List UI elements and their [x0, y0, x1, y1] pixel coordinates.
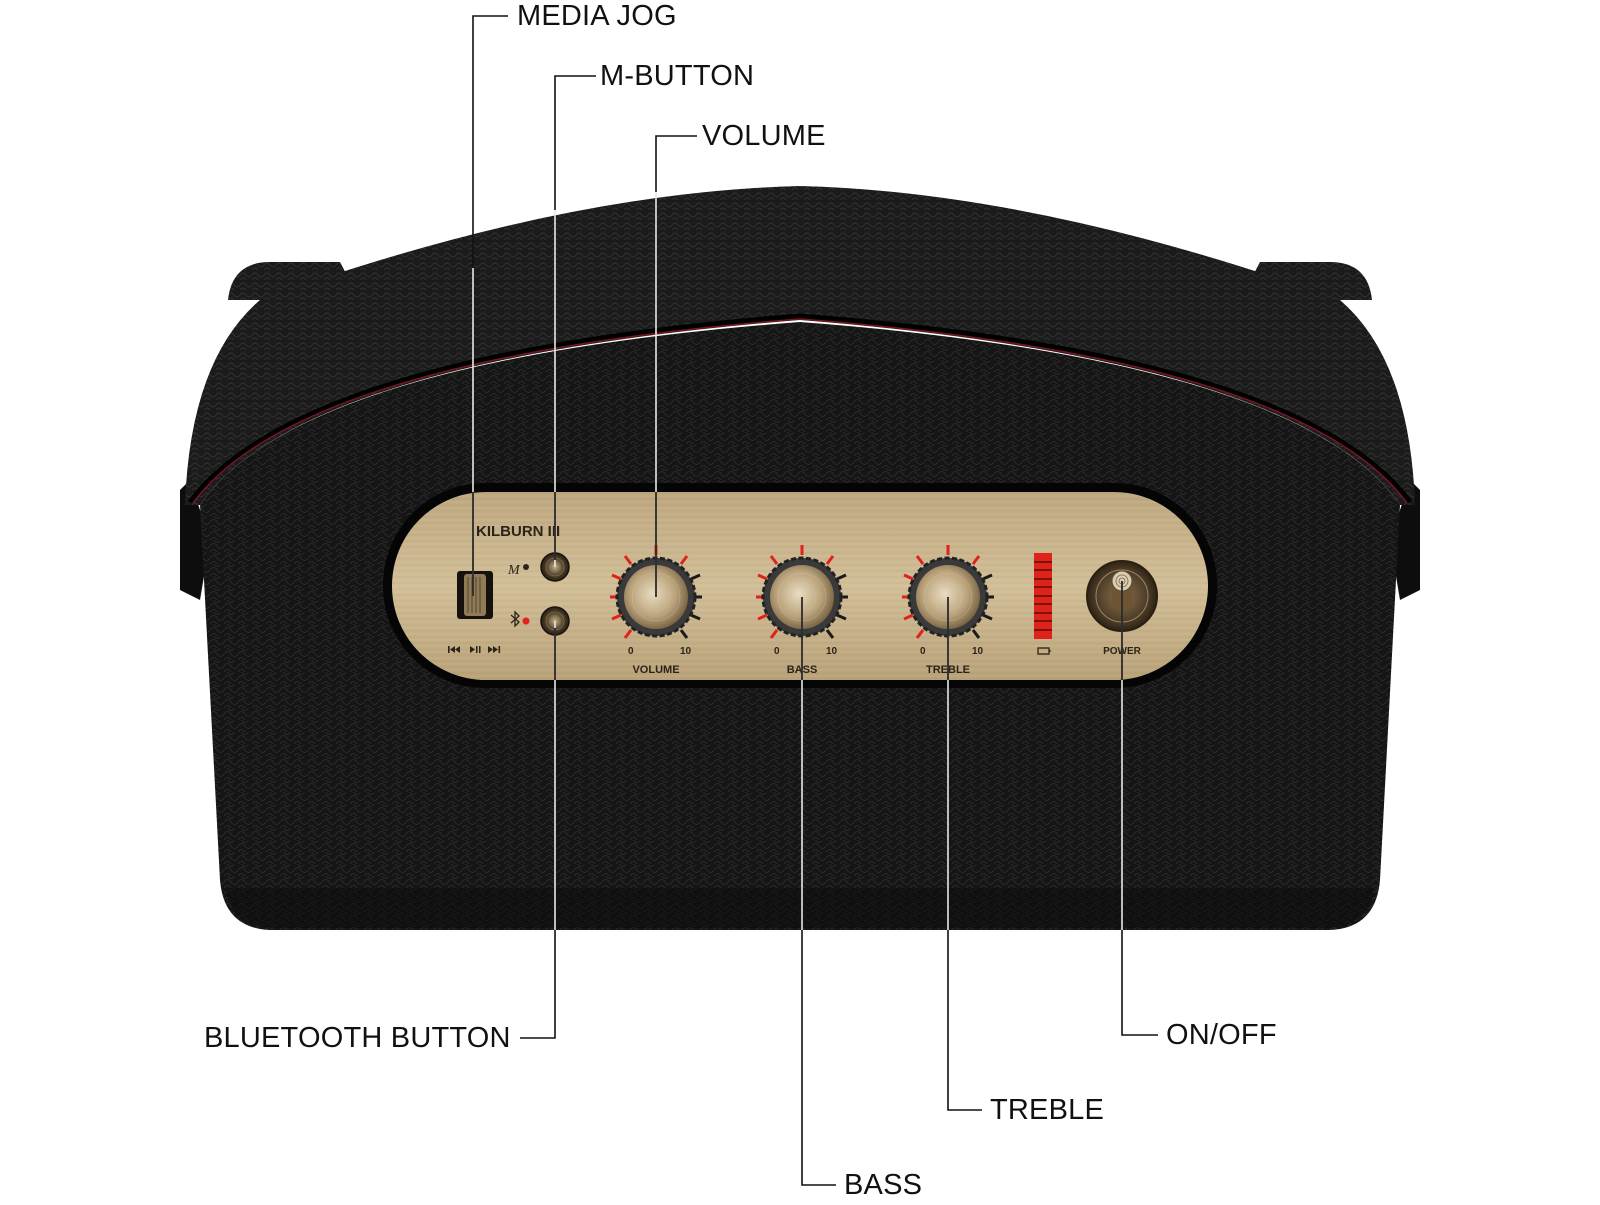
next-icon — [488, 646, 501, 653]
battery-level-meter — [1034, 553, 1052, 639]
m-status-dot — [523, 564, 529, 570]
callout-volume: VOLUME — [702, 120, 826, 152]
bass-max-label: 10 — [826, 646, 838, 657]
callout-treble: TREBLE — [990, 1094, 1105, 1126]
callout-bass: BASS — [844, 1169, 923, 1201]
bass-min-label: 0 — [774, 646, 780, 657]
model-name: KILBURN III — [476, 523, 560, 540]
callout-media-jog: MEDIA JOG — [517, 0, 677, 32]
callout-lines — [472, 15, 1158, 1186]
battery-icon — [1037, 647, 1051, 655]
treble-max-label: 10 — [972, 646, 984, 657]
previous-icon — [448, 646, 460, 653]
volume-max-label: 10 — [680, 646, 692, 657]
callout-on-off: ON/OFF — [1166, 1019, 1277, 1051]
volume-panel-label: VOLUME — [632, 664, 679, 676]
media-controls-glyphs — [448, 646, 501, 653]
play-pause-icon — [470, 646, 481, 653]
callout-m-button: M-BUTTON — [600, 60, 755, 92]
marshall-m-icon: M — [507, 563, 521, 578]
media-jog[interactable] — [457, 571, 493, 619]
bluetooth-status-led — [522, 617, 530, 625]
callout-bluetooth-button: BLUETOOTH BUTTON — [204, 1022, 511, 1054]
treble-min-label: 0 — [920, 646, 926, 657]
volume-min-label: 0 — [628, 646, 634, 657]
bluetooth-icon — [510, 610, 520, 628]
